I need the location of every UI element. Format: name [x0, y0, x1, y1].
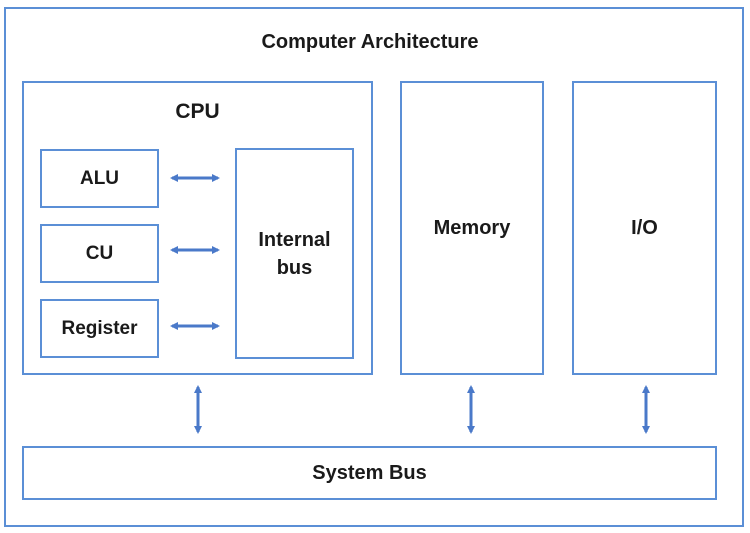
alu-label: ALU — [79, 167, 120, 189]
io-block: I/O — [572, 81, 717, 375]
system-bus-block: System Bus — [22, 446, 717, 500]
cpu-label: CPU — [175, 100, 220, 123]
register-box: Register — [40, 299, 159, 358]
cu-label: CU — [85, 242, 114, 264]
internal-bus-label-line1: Internal — [258, 228, 331, 251]
internal-bus-box: Internal bus — [235, 148, 354, 359]
register-label: Register — [61, 317, 138, 339]
memory-label: Memory — [433, 216, 511, 239]
cu-box: CU — [40, 224, 159, 283]
diagram-title: Computer Architecture — [261, 31, 479, 53]
memory-block: Memory — [400, 81, 544, 375]
internal-bus-label-line2: bus — [276, 256, 313, 279]
alu-box: ALU — [40, 149, 159, 208]
io-label: I/O — [631, 216, 658, 239]
system-bus-label: System Bus — [312, 461, 427, 484]
